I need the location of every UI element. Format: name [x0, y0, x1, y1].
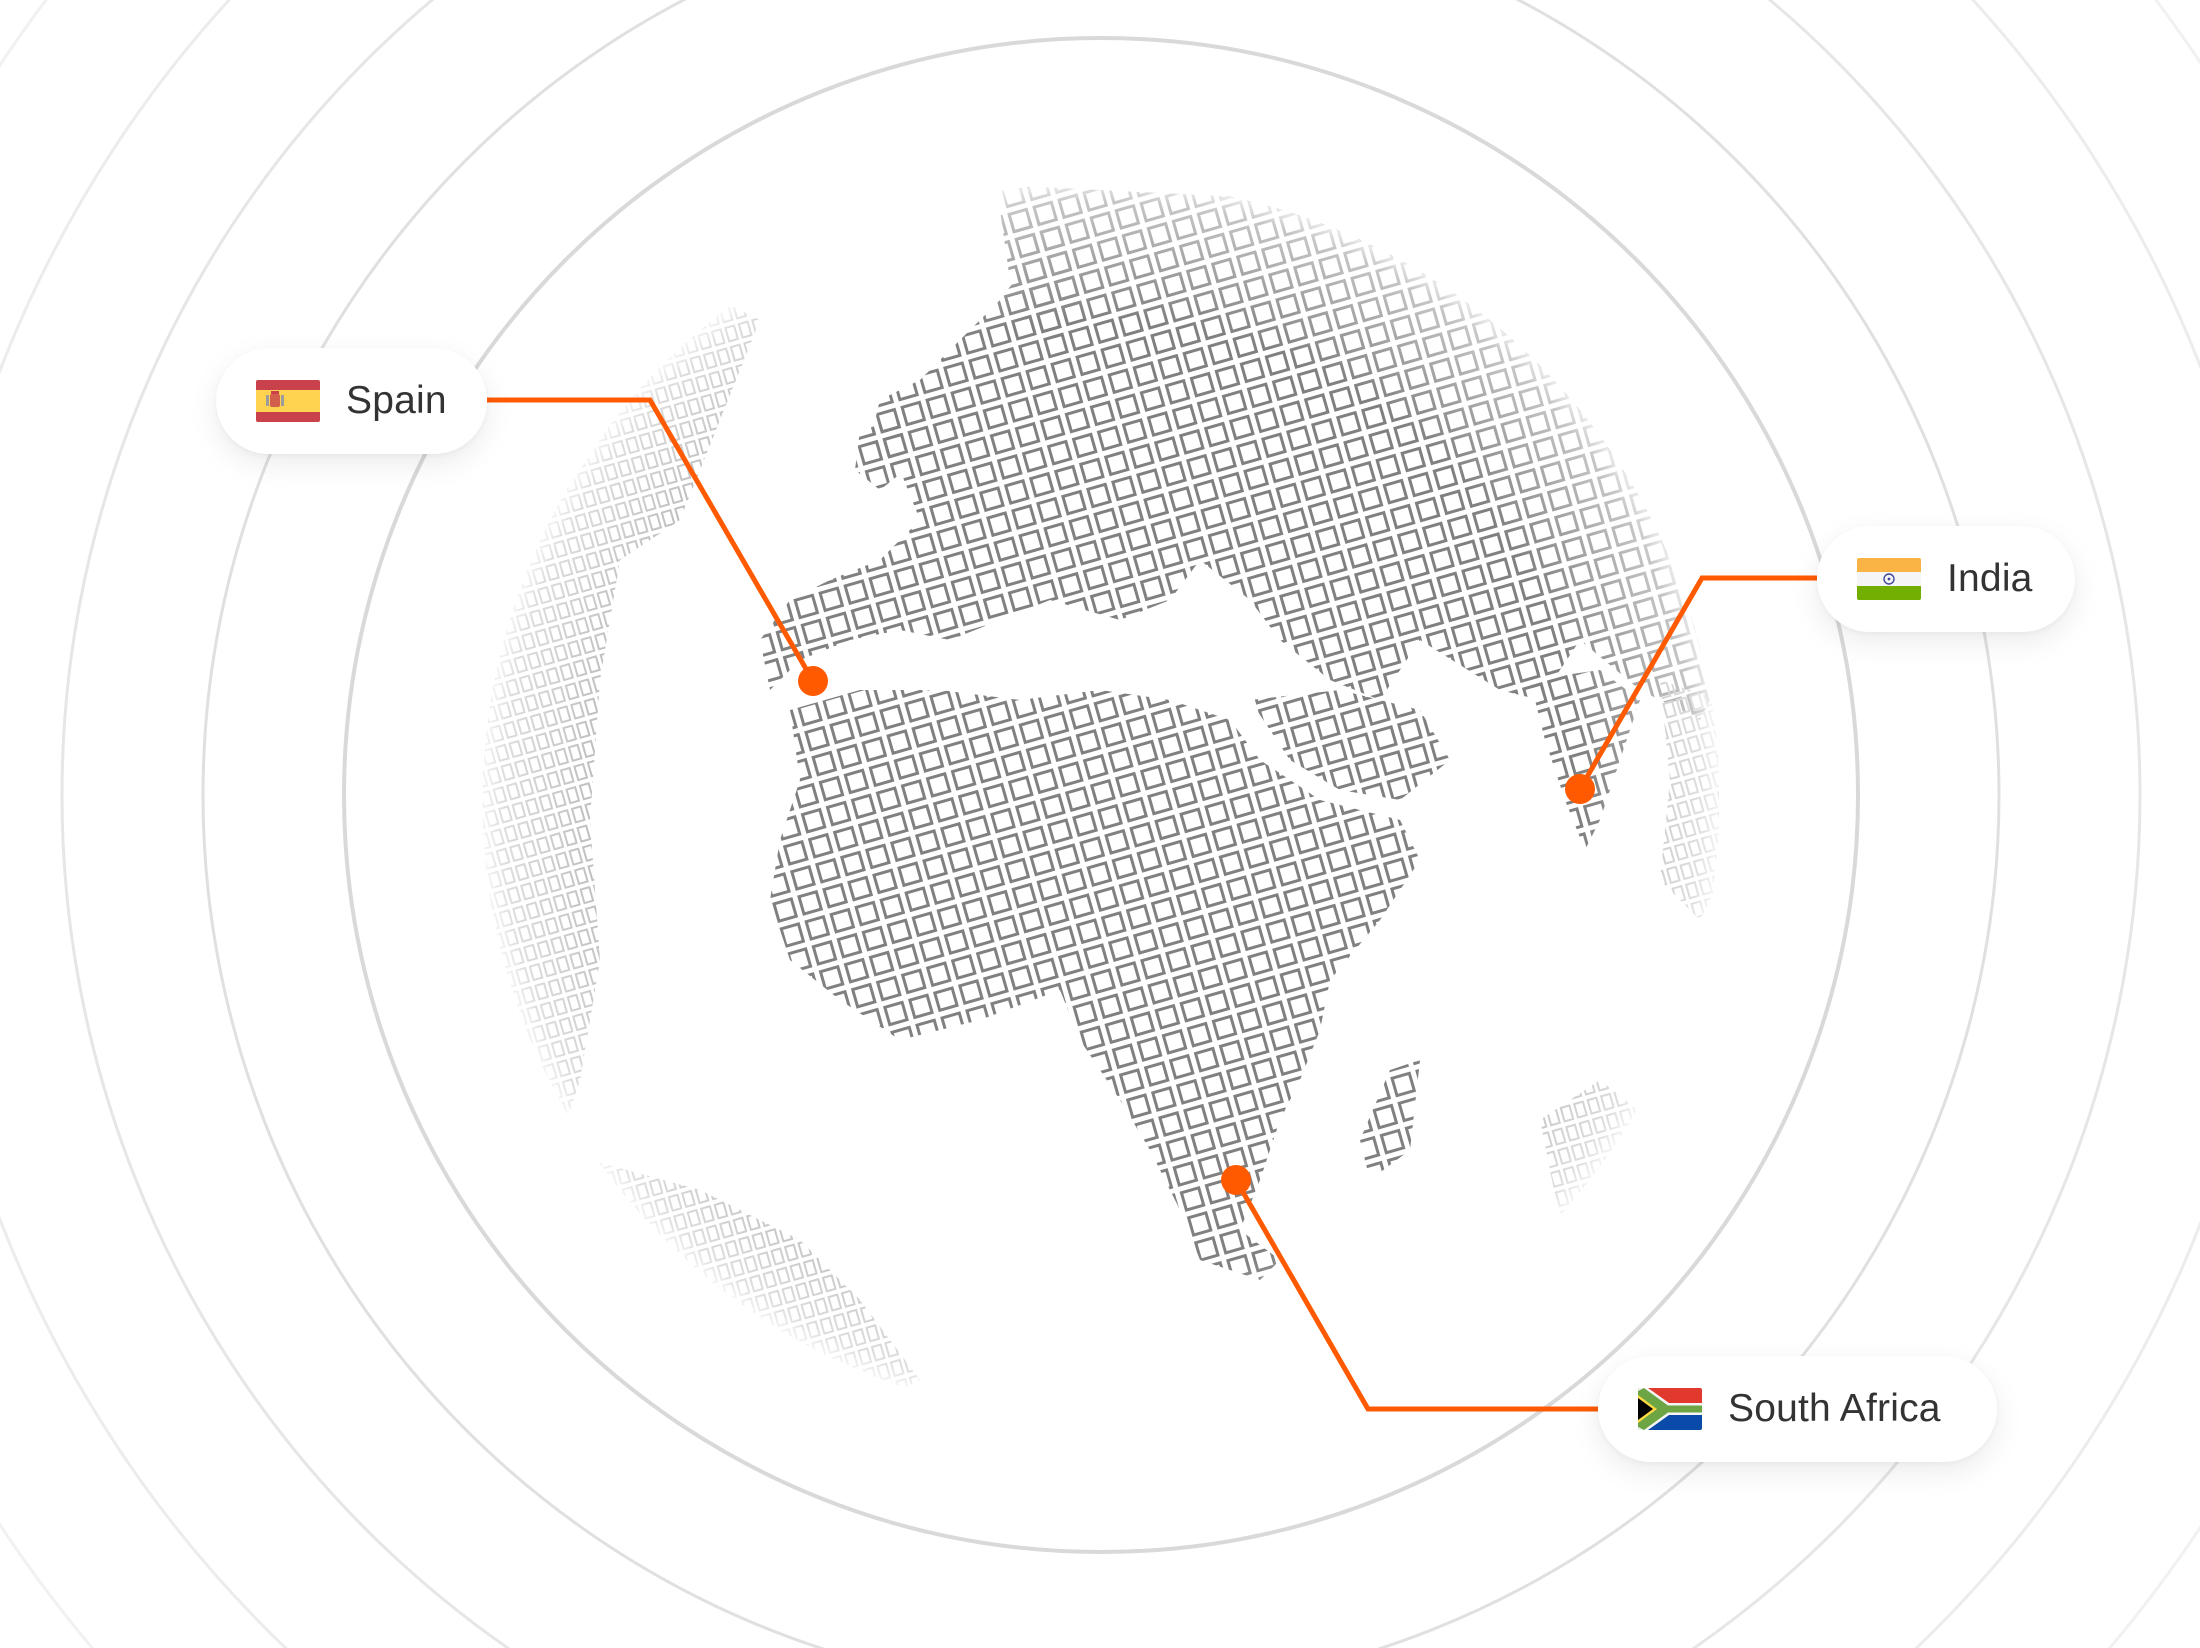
india-flag-icon [1857, 558, 1921, 600]
spain-connector-line [487, 397, 816, 683]
india-connector-line [1577, 575, 1817, 791]
south-africa-location-dot[interactable] [1221, 1165, 1251, 1195]
marker-label-text: India [1947, 557, 2033, 600]
south-africa-connector-line [1233, 1178, 1598, 1412]
connectors [487, 397, 1817, 1412]
marker-label-text: South Africa [1728, 1387, 1941, 1430]
marker-label-spain[interactable]: Spain [216, 348, 487, 454]
location-dots [798, 666, 1595, 1195]
marker-label-south-africa[interactable]: South Africa [1598, 1356, 1997, 1462]
india-location-dot[interactable] [1565, 774, 1595, 804]
spain-flag-icon [256, 380, 320, 422]
marker-label-text: Spain [346, 379, 447, 422]
marker-label-india[interactable]: India [1817, 526, 2075, 632]
south-africa-flag-icon [1638, 1388, 1702, 1430]
globe [483, 183, 1719, 1419]
spain-location-dot[interactable] [798, 666, 828, 696]
